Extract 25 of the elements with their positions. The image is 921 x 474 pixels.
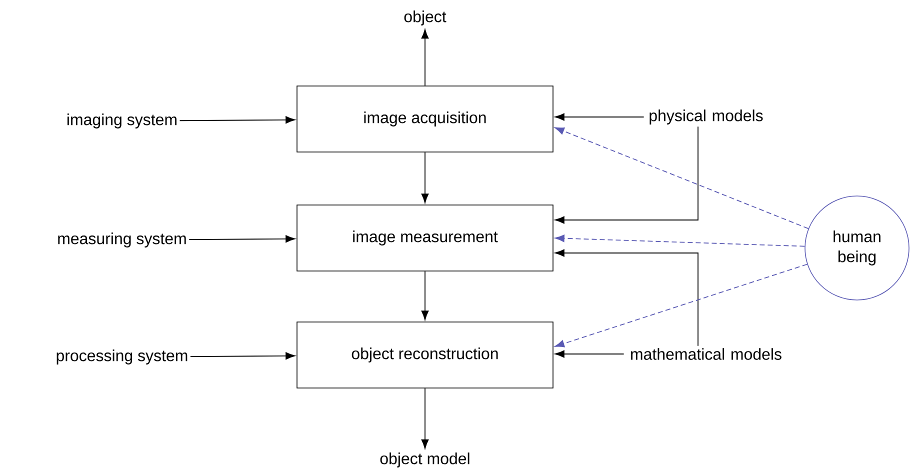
label-text: object model: [380, 452, 470, 468]
label-text: physical models: [650, 110, 763, 124]
dashed-arrow: [554, 234, 806, 247]
arrow: [421, 270, 429, 320]
circle-node: human being: [804, 196, 910, 300]
label-text: object: [404, 10, 446, 26]
label-text: processing system: [56, 350, 188, 364]
label-text: imaging system: [68, 114, 176, 128]
arrow: [421, 152, 429, 204]
arrow: [421, 29, 429, 86]
dashed-arrow: [554, 264, 808, 348]
arrow: [190, 352, 296, 360]
arrow: [554, 350, 624, 358]
process-box: image acquisition: [296, 86, 554, 152]
arrow: [179, 116, 296, 124]
label-text: measuring system: [58, 232, 186, 248]
process-box: object reconstruction: [296, 322, 554, 388]
arrow: [554, 249, 698, 346]
dashed-arrow: [554, 127, 809, 230]
label-text: mathematical models: [631, 348, 782, 360]
process-box: image measurement: [296, 204, 554, 272]
arrow: [554, 113, 644, 121]
arrow: [188, 235, 296, 243]
arrow: [554, 126, 698, 224]
arrow: [421, 388, 429, 449]
